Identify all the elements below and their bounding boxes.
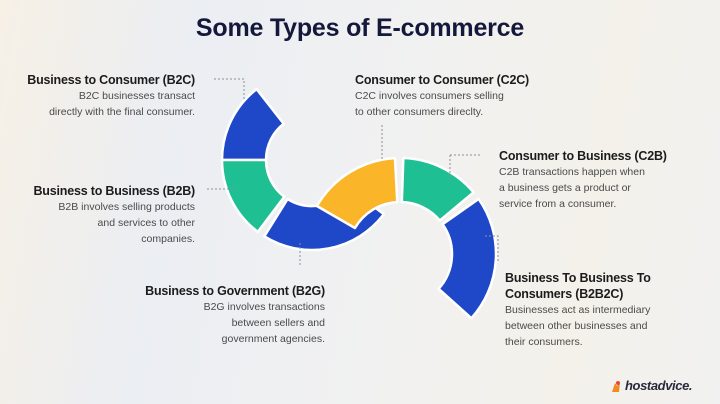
page-title: Some Types of E-commerce (195, 14, 525, 42)
type-desc-line: Businesses act as intermediary (505, 304, 651, 316)
type-desc-line: a business gets a product or (499, 182, 631, 194)
type-desc-line: directly with the final consumer. (49, 106, 195, 118)
segment-c2c (315, 156, 399, 230)
type-heading: Business to Business (B2B) (33, 184, 195, 198)
type-desc-line: government agencies. (221, 333, 325, 345)
type-heading: Business to Government (B2G) (145, 284, 325, 298)
type-desc-line: companies. (141, 233, 195, 245)
hostadvice-logo: hostadvice. (625, 378, 693, 393)
segment-b2b2c (437, 197, 498, 320)
type-desc-line: between other businesses and (505, 320, 648, 332)
type-desc-line: to other consumers direclty. (355, 106, 484, 118)
type-c2c: Consumer to Consumer (C2C) C2C involves … (355, 72, 555, 120)
type-c2b: Consumer to Business (C2B) C2B transacti… (499, 148, 709, 212)
type-desc-line: their consumers. (505, 336, 583, 348)
type-desc-line: C2C involves consumers selling (355, 90, 504, 102)
type-desc-line: B2B involves selling products (58, 201, 195, 213)
type-heading: Consumers (B2B2C) (505, 287, 624, 301)
type-desc-line: B2G involves transactions (203, 301, 325, 313)
segment-c2b (400, 156, 475, 222)
type-b2g: Business to Government (B2G) B2G involve… (130, 283, 325, 347)
type-desc-line: B2C businesses transact (78, 90, 195, 102)
type-desc-line: between sellers and (231, 317, 325, 329)
hostadvice-logo-icon (612, 381, 620, 392)
connector-line (485, 235, 499, 262)
type-b2c: Business to Consumer (B2C) B2C businesse… (20, 72, 195, 120)
type-heading: Business To Business To (505, 271, 651, 285)
connector-line (214, 78, 245, 100)
type-heading: Consumer to Business (C2B) (499, 149, 667, 163)
type-b2b2c: Business To Business To Consumers (B2B2C… (505, 270, 715, 350)
type-heading: Consumer to Consumer (C2C) (355, 73, 529, 87)
segment-b2b (220, 158, 286, 234)
type-b2b: Business to Business (B2B) B2B involves … (20, 183, 195, 247)
segment-b2c (220, 87, 285, 162)
type-desc-line: C2B transactions happen when (499, 166, 645, 178)
type-heading: Business to Consumer (B2C) (27, 73, 195, 87)
type-desc-line: and services to other (97, 217, 195, 229)
type-desc-line: service from a consumer. (499, 198, 617, 210)
connector-line (449, 154, 480, 180)
